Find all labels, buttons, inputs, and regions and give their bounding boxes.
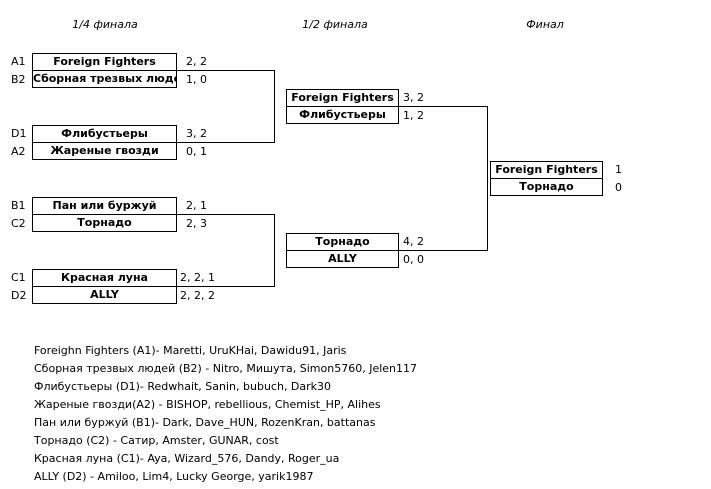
roster-line: ALLY (D2) - Amiloo, Lim4, Lucky George, … — [34, 470, 314, 483]
score-label: 2, 2, 1 — [180, 271, 215, 284]
score-label: 0 — [615, 181, 622, 194]
round-title-final: Финал — [526, 18, 564, 31]
team-box: Жареные гвозди — [32, 142, 177, 160]
team-box: Торнадо — [32, 214, 177, 232]
seed-label: D2 — [11, 289, 27, 302]
team-box: ALLY — [32, 286, 177, 304]
seed-label: A2 — [11, 145, 26, 158]
team-box: Флибустьеры — [32, 125, 177, 143]
score-label: 0, 1 — [186, 145, 207, 158]
bracket-connector — [399, 106, 488, 107]
bracket-connector — [177, 286, 275, 287]
bracket-connector — [177, 214, 275, 215]
score-label: 2, 2 — [186, 55, 207, 68]
score-label: 4, 2 — [403, 235, 424, 248]
team-box: Торнадо — [286, 233, 399, 251]
team-box: Пан или буржуй — [32, 197, 177, 215]
team-box: ALLY — [286, 250, 399, 268]
round-title-quarterfinal: 1/4 финала — [72, 18, 138, 31]
bracket-connector — [177, 70, 275, 71]
score-label: 2, 2, 2 — [180, 289, 215, 302]
roster-line: Красная луна (C1)- Aya, Wizard_576, Dand… — [34, 452, 340, 465]
seed-label: B1 — [11, 199, 26, 212]
team-box: Foreign Fighters — [286, 89, 399, 107]
seed-label: C2 — [11, 217, 26, 230]
roster-line: Сборная трезвых людей (B2) - Nitro, Мишу… — [34, 362, 418, 375]
score-label: 1, 0 — [186, 73, 207, 86]
bracket-connector — [177, 142, 275, 143]
seed-label: A1 — [11, 55, 26, 68]
score-label: 1, 2 — [403, 109, 424, 122]
bracket-connector — [274, 70, 275, 143]
round-title-semifinal: 1/2 финала — [302, 18, 368, 31]
team-box: Foreign Fighters — [32, 53, 177, 71]
score-label: 2, 1 — [186, 199, 207, 212]
roster-line: Пан или буржуй (B1)- Dark, Dave_HUN, Roz… — [34, 416, 376, 429]
roster-line: Торнадо (C2) - Сатир, Amster, GUNAR, cos… — [34, 434, 279, 447]
roster-line: Жареные гвозди(A2) - BISHOP, rebellious,… — [34, 398, 381, 411]
roster-line: Foreighn Fighters (A1)- Maretti, UruKHai… — [34, 344, 347, 357]
score-label: 1 — [615, 163, 622, 176]
team-box: Флибустьеры — [286, 106, 399, 124]
team-box: Сборная трезвых людей — [32, 70, 177, 88]
roster-line: Флибустьеры (D1)- Redwhait, Sanin, bubuc… — [34, 380, 332, 393]
score-label: 3, 2 — [403, 91, 424, 104]
team-box: Торнадо — [490, 178, 603, 196]
score-label: 2, 3 — [186, 217, 207, 230]
seed-label: D1 — [11, 127, 27, 140]
bracket-connector — [274, 214, 275, 287]
bracket-connector — [399, 250, 488, 251]
seed-label: B2 — [11, 73, 26, 86]
bracket-connector — [487, 106, 488, 251]
team-box: Foreign Fighters — [490, 161, 603, 179]
seed-label: C1 — [11, 271, 26, 284]
score-label: 3, 2 — [186, 127, 207, 140]
score-label: 0, 0 — [403, 253, 424, 266]
team-box: Красная луна — [32, 269, 177, 287]
